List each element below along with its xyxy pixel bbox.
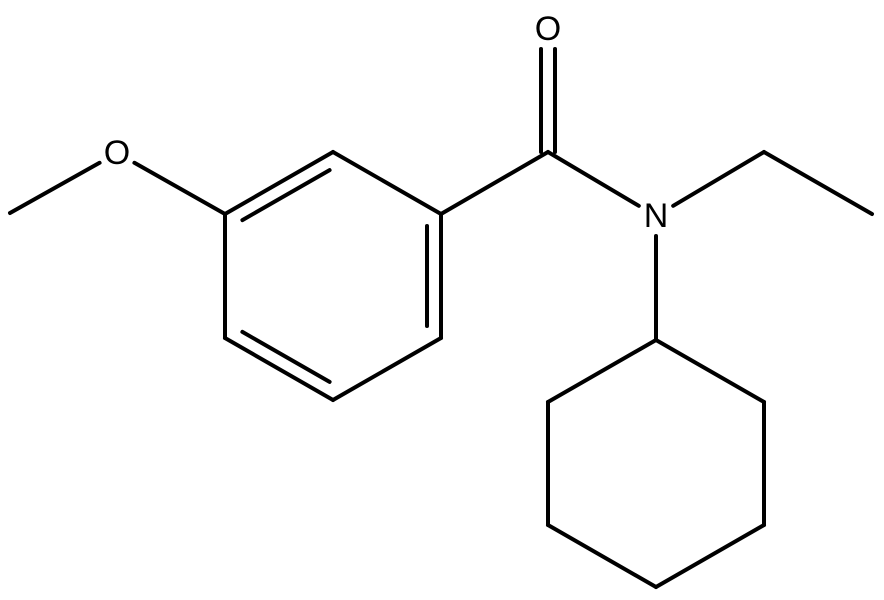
ring-c1-carbonyl-carbon-bond xyxy=(439,150,550,216)
cyclohexyl-c4-cyclohexyl-c5-bond xyxy=(546,523,658,589)
ring-c6-ring-c5-bond xyxy=(331,336,443,402)
amide-nitrogen-ethyl-ch2-bond xyxy=(671,150,766,208)
ring-c5-ring-c4-bond xyxy=(223,336,335,402)
ring-c2-ring-c1-bond xyxy=(331,150,443,216)
bond-layer xyxy=(8,47,874,589)
amide-nitrogen-label: N xyxy=(644,197,669,235)
ring-c3-ring-c2-bond xyxy=(223,150,335,216)
cyclohexyl-c6-cyclohexyl-c1-bond xyxy=(546,338,658,404)
ring-c5-ring-c4-bond-inner xyxy=(240,329,332,384)
carbonyl-oxygen-label: O xyxy=(535,10,561,48)
ring-c3-ring-c2-bond-inner xyxy=(240,168,332,223)
methyl-carbon-methoxy-oxygen-bond xyxy=(8,160,102,215)
cyclohexyl-c1-cyclohexyl-c2-bond xyxy=(654,338,766,404)
methoxy-oxygen-label: O xyxy=(104,134,130,172)
methoxy-oxygen-ring-c3-bond xyxy=(132,160,227,216)
cyclohexyl-c3-cyclohexyl-c4-bond xyxy=(654,523,766,589)
atom-label-layer: O O N xyxy=(104,10,669,235)
ethyl-ch2-ethyl-ch3-bond xyxy=(762,150,874,216)
carbonyl-carbon-amide-nitrogen-bond xyxy=(546,150,641,208)
